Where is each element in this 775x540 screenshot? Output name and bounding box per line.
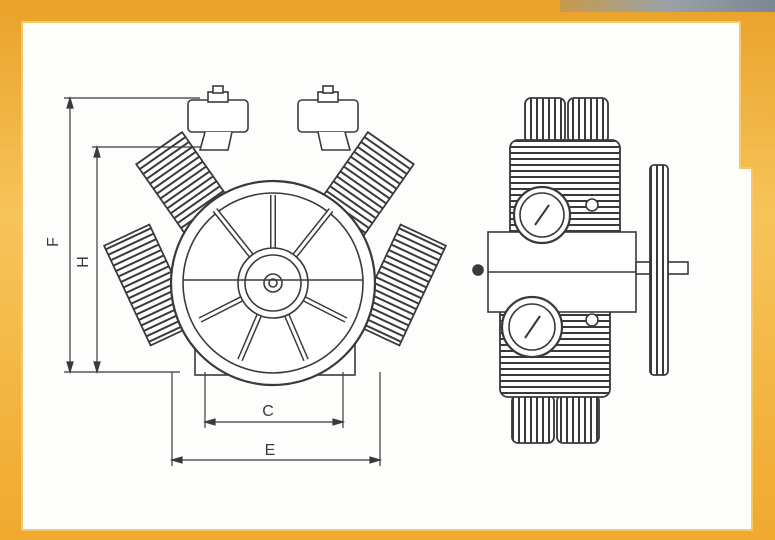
pulley (649, 164, 669, 376)
flywheel (169, 179, 377, 387)
oil-plug (472, 264, 484, 276)
dimension-label-f: F (45, 237, 62, 247)
side-top-filter-left (524, 97, 566, 144)
dimension-label-c: C (262, 403, 274, 420)
dimension-label-h: H (75, 256, 92, 268)
side-view-drawing (472, 97, 689, 444)
left-air-filter (187, 85, 249, 151)
frame-top-strip (560, 0, 775, 12)
dimension-label-e: E (265, 442, 276, 459)
side-bottom-filter-right (556, 394, 600, 444)
side-top-filter-right (567, 97, 609, 144)
front-view-drawing (103, 85, 447, 387)
right-air-filter (297, 85, 359, 151)
side-bottom-filter-left (511, 394, 555, 444)
dimension-lines (64, 95, 383, 466)
right-lower-cylinder (353, 223, 447, 347)
